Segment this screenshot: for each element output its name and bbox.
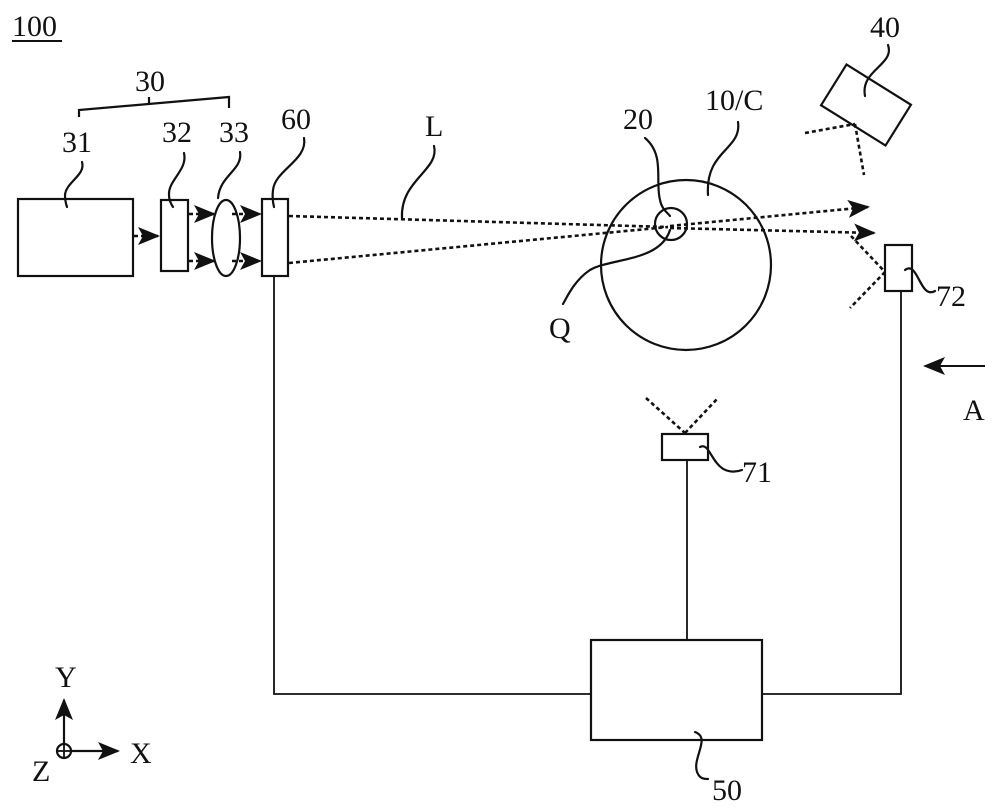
box-31-emitter (18, 199, 133, 276)
leader-32 (169, 153, 185, 207)
label-40: 40 (870, 11, 900, 44)
leader-60 (273, 138, 305, 207)
sensor-71-view-left (646, 398, 685, 433)
label-Q: Q (549, 312, 571, 345)
circle-20 (655, 208, 687, 240)
axis-y-label: Y (55, 661, 77, 694)
label-20: 20 (623, 103, 653, 136)
sensor-71-view-right (685, 398, 718, 433)
bracket-30 (79, 97, 229, 117)
wire-60-to-50 (274, 277, 591, 694)
lens-33 (212, 200, 240, 276)
label-A: A (963, 394, 985, 427)
leader-20 (645, 138, 670, 216)
axis-z-label: Z (32, 755, 50, 788)
sensor-72-view-down (850, 272, 885, 308)
label-30: 30 (135, 65, 165, 98)
leader-71 (700, 446, 742, 471)
camera-40-view-left (805, 124, 855, 133)
leader-Q (563, 230, 670, 304)
beam-L-lower (289, 227, 668, 263)
beam-out-lower (670, 228, 874, 233)
label-71: 71 (742, 456, 772, 489)
label-60: 60 (281, 103, 311, 136)
label-32: 32 (162, 116, 192, 149)
wire-72-to-50 (763, 292, 901, 694)
circle-10-C (601, 180, 771, 350)
camera-40 (821, 65, 911, 146)
plate-32 (161, 200, 188, 271)
axis-x-label: X (130, 737, 152, 770)
sensor-72-view-up (851, 236, 885, 272)
label-33: 33 (219, 116, 249, 149)
leader-72 (905, 268, 935, 292)
label-72: 72 (936, 280, 966, 313)
label-50: 50 (712, 774, 742, 807)
label-31: 31 (62, 126, 92, 159)
leader-33 (218, 152, 240, 198)
label-L: L (425, 110, 443, 143)
controller-50 (591, 640, 762, 740)
beam-out-upper (670, 207, 868, 226)
plate-60 (262, 199, 288, 276)
label-10-C: 10/C (705, 84, 763, 117)
leader-31 (65, 162, 83, 207)
leader-L (402, 146, 435, 218)
figure-number: 100 (12, 10, 57, 43)
